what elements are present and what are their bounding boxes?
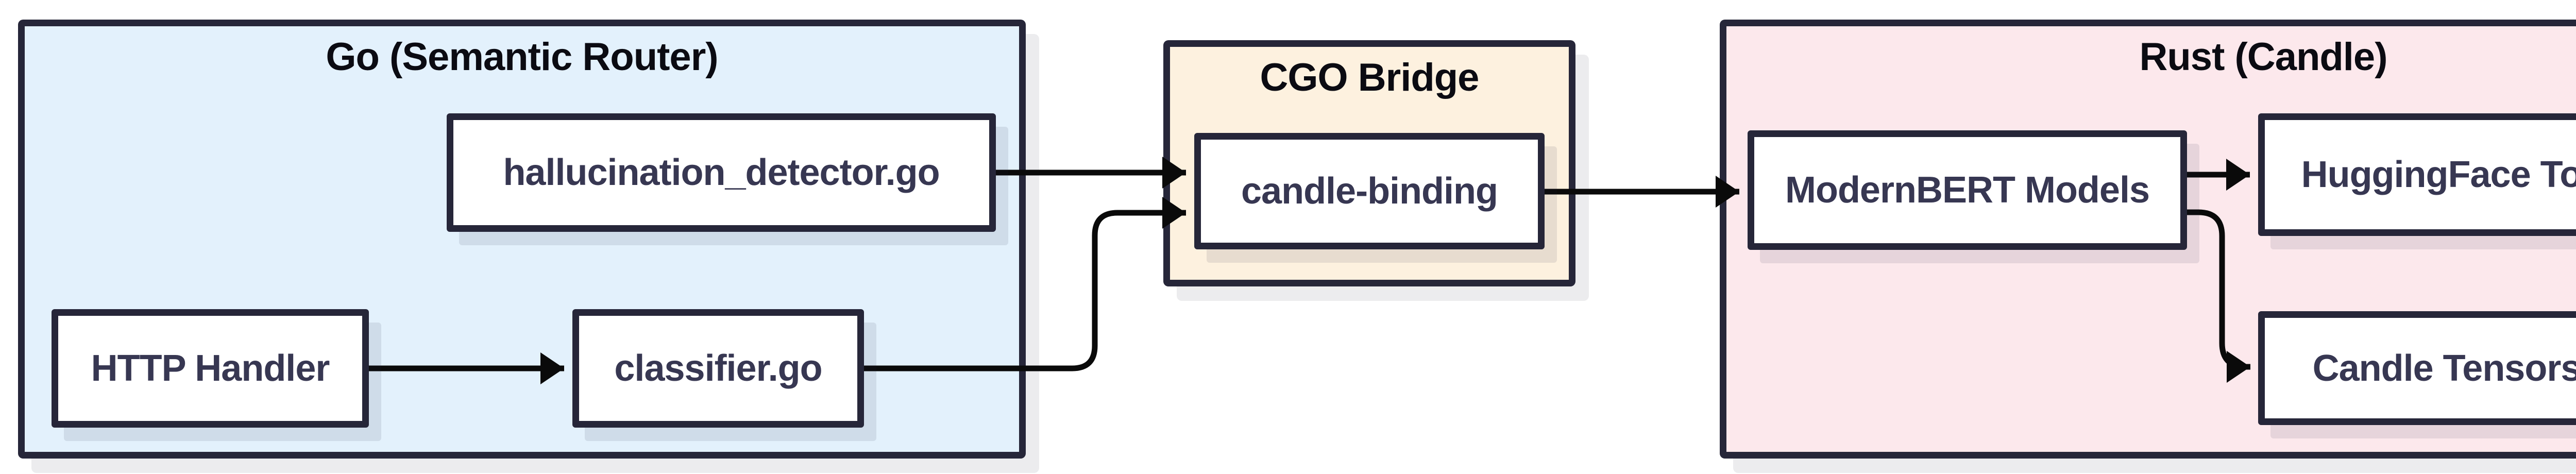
- node-huggingface-tokenizers-label: HuggingFace Tokenizers: [2301, 154, 2576, 195]
- node-huggingface-tokenizers: HuggingFace Tokenizers: [2258, 113, 2576, 236]
- node-modernbert-models: ModernBERT Models: [1748, 130, 2187, 250]
- node-http-handler-label: HTTP Handler: [91, 348, 330, 389]
- container-cgo-title: CGO Bridge: [1260, 56, 1480, 99]
- container-go-title: Go (Semantic Router): [326, 35, 718, 79]
- node-candle-tensors-label: Candle Tensors: [2312, 347, 2576, 389]
- node-classifier-label: classifier.go: [614, 348, 822, 389]
- node-candle-binding-label: candle-binding: [1241, 171, 1498, 212]
- container-rust-title: Rust (Candle): [2139, 35, 2388, 79]
- node-hallucination-detector: hallucination_detector.go: [447, 113, 996, 232]
- node-candle-tensors: Candle Tensors: [2258, 311, 2576, 425]
- node-modernbert-models-label: ModernBERT Models: [1785, 170, 2150, 211]
- node-classifier: classifier.go: [572, 309, 864, 428]
- node-hallucination-detector-label: hallucination_detector.go: [503, 152, 940, 193]
- node-candle-binding: candle-binding: [1194, 133, 1545, 249]
- node-http-handler: HTTP Handler: [52, 309, 369, 428]
